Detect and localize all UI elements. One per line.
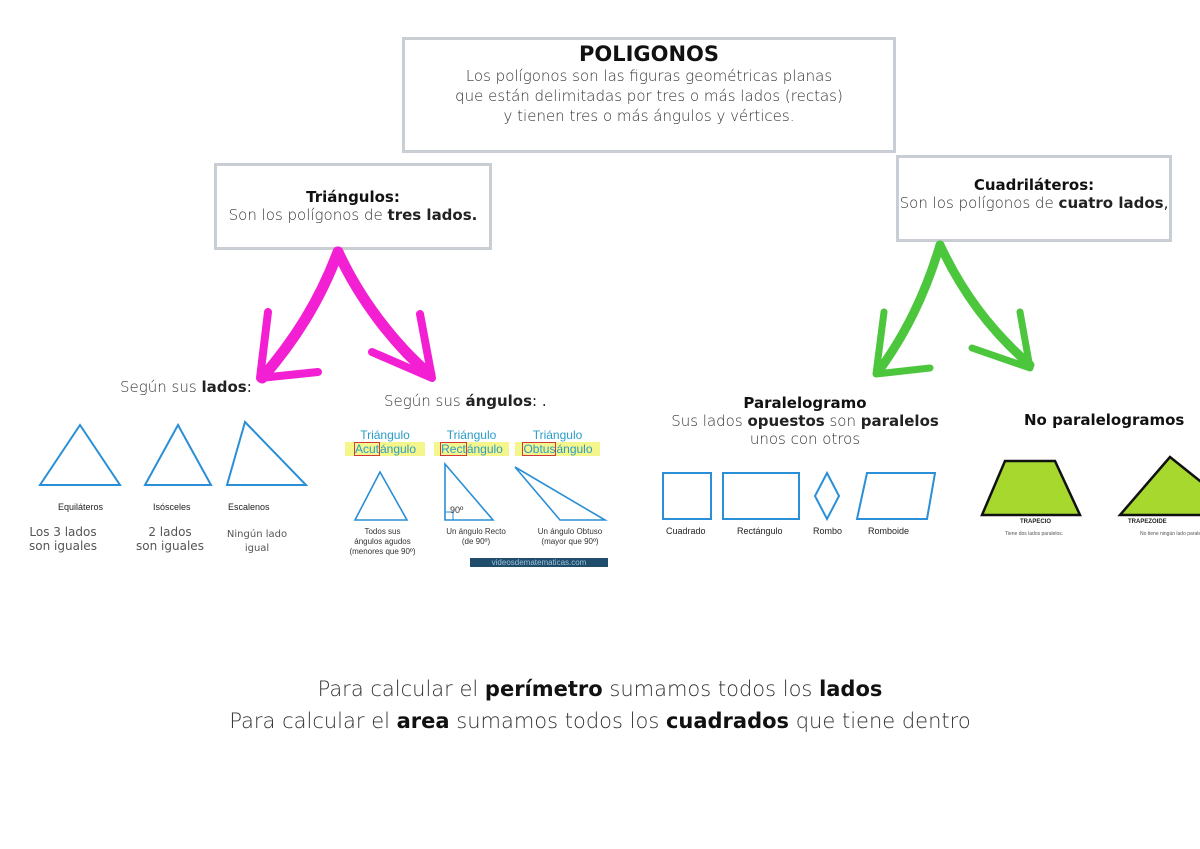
green-arrow-right [935,240,1035,370]
parallelogram-line-2: unos con otros [749,430,861,448]
area-formula: Para calcular el area sumamos todos los … [229,709,971,733]
rhomboid-shape [855,472,937,520]
non-parallelogram-title: No paralelogramos [1024,411,1185,429]
square-shape [662,472,712,520]
angles-triangles [353,462,608,521]
label-rombo: Rombo [813,526,843,536]
magenta-arrowhead-left [256,308,322,382]
equilateral-triangle [38,423,122,486]
green-arrow-left [873,240,945,377]
magenta-arrowhead-right [368,310,436,382]
main-title: POLIGONOS [578,42,720,66]
watermark-bar: videosdematematicas.com [470,558,608,567]
isosceles-triangle [143,422,213,486]
parallelogram-block: Paralelogramo Sus lados opuestos son par… [655,394,955,448]
obtuse-title: Triángulo Obtusángulo [515,428,600,456]
triangles-box: Triángulos: Son los polígonos de tres la… [214,163,492,250]
label-romboide: Romboide [868,526,910,536]
acute-triangle [353,470,409,521]
green-arrows [872,240,1035,378]
rhombus-shape [813,470,841,522]
acute-caption: Todos sus ángulos agudos (menores que 90… [349,527,416,556]
angles-heading: Según sus ángulos: . [384,392,547,410]
label-escalenos: Escalenos [228,502,270,512]
green-arrowhead-right [968,308,1034,372]
perimeter-formula: Para calcular el perímetro sumamos todos… [317,677,883,701]
desc-trapecio: Tiene dos lados paralelos. [1005,531,1064,537]
quads-box: Cuadriláteros: Son los polígonos de cuat… [896,155,1172,242]
sides-triangles [38,420,309,486]
right-triangle [444,462,495,521]
right-angle-mark [445,511,454,520]
quads-title: Cuadriláteros: [973,176,1095,194]
magenta-arrow-left [256,246,344,384]
label-equilateros: Equiláteros [58,502,104,512]
magenta-arrows [256,246,436,384]
obtuse-triangle [514,466,608,521]
acute-title: Triángulo Acutángulo [345,428,425,456]
trapezoid-irregular-shape [1117,455,1200,517]
watermark-text: videosdematematicas.com [491,558,587,567]
right-caption: Un ángulo Recto (de 90º) [446,527,506,546]
scalene-triangle [225,420,309,486]
magenta-arrow-right [332,246,436,381]
main-line-1: Los polígonos son las figuras geométrica… [465,67,833,85]
main-line-3: y tienen tres o más ángulos y vértices. [503,107,795,125]
parallelogram-title: Paralelogramo [743,394,867,412]
right-title: Triángulo Rectángulo [434,428,509,456]
label-trapezoide: TRAPEZOIDE [1128,519,1167,525]
label-trapecio: TRAPECIO [1020,519,1052,525]
right-angle-label: 90º [450,505,464,515]
main-concept-box: POLIGONOS Los polígonos son las figuras … [402,37,896,153]
triangles-title: Triángulos: [306,188,400,206]
label-rectangulo: Rectángulo [737,526,783,536]
main-line-2: que están delimitadas por tres o más lad… [455,87,843,105]
obtuse-caption: Un ángulo Obtuso (mayor que 90º) [537,527,603,546]
parallelogram-line-1: Sus lados opuestos son paralelos [671,412,939,430]
rectangle-shape [722,472,800,520]
non-parallelogram-shapes [980,455,1200,517]
green-arrowhead-left [872,308,934,378]
parallelogram-shapes [662,470,937,522]
label-cuadrado: Cuadrado [666,526,706,536]
sides-heading: Según sus lados: [120,378,252,396]
trapezoid-shape [980,459,1082,517]
desc-trapezoide: No tiene ningún lado paralelo [1140,531,1200,537]
label-isosceles: Isósceles [153,502,191,512]
triangles-definition: Son los polígonos de tres lados. [228,206,478,224]
quads-definition: Son los polígonos de cuatro lados, [899,194,1169,212]
